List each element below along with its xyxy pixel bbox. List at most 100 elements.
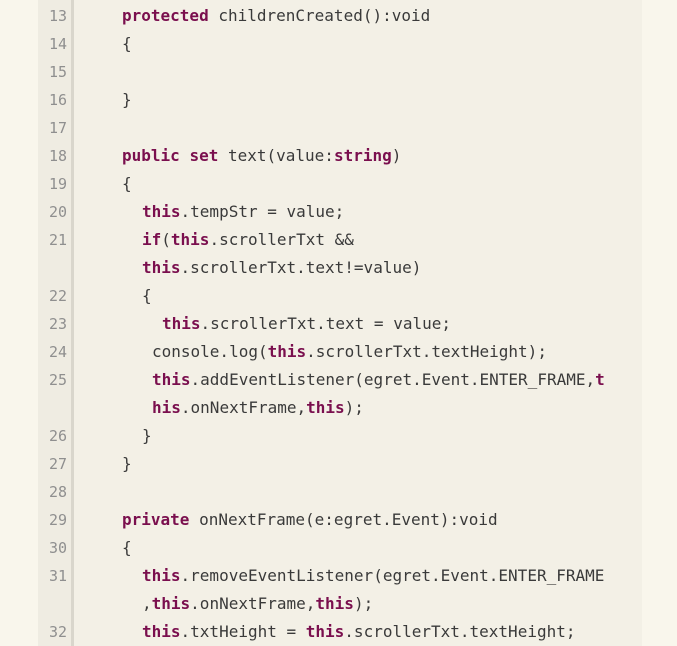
code-line: 27} <box>38 450 642 478</box>
code-token: { <box>122 34 132 53</box>
line-number: 23 <box>48 315 67 333</box>
code-text: if(this.scrollerTxt && <box>142 226 354 254</box>
keyword-token: set <box>189 146 219 165</box>
code-line: 29 private onNextFrame(e:egret.Event):voi… <box>38 506 642 534</box>
keyword-token: this <box>142 566 181 585</box>
code-text: public set text(value:string) <box>122 142 401 170</box>
code-viewer: 13 protected childrenCreated():void 14 {15 1… <box>38 0 642 646</box>
code-token: ( <box>161 230 171 249</box>
line-number: 15 <box>48 63 67 81</box>
line-number: 16 <box>48 91 67 109</box>
code-token: text(value: <box>218 146 334 165</box>
code-line: 24 console.log(this.scrollerTxt.textHeigh… <box>38 338 642 366</box>
code-text: this.addEventListener(egret.Event.ENTER_… <box>152 366 605 394</box>
line-number: 14 <box>48 35 67 53</box>
line-number: 31 <box>48 567 67 585</box>
keyword-token: t <box>595 370 605 389</box>
code-line: 17 <box>38 114 642 142</box>
keyword-token: this <box>142 202 181 221</box>
keyword-token: this <box>152 370 191 389</box>
keyword-token: protected <box>122 6 209 25</box>
code-text: private onNextFrame(e:egret.Event):void <box>122 506 498 534</box>
code-token: console.log( <box>152 342 268 361</box>
line-number: 27 <box>48 455 67 473</box>
line-number: 21 <box>48 231 67 249</box>
code-token: { <box>122 538 132 557</box>
line-number: 32 <box>48 623 67 641</box>
code-token: .scrollerTxt.textHeight); <box>306 342 547 361</box>
code-token: } <box>122 90 132 109</box>
code-text: protected childrenCreated():void <box>122 2 430 30</box>
keyword-token: this <box>142 258 181 277</box>
gutter-divider <box>71 0 74 646</box>
line-number-gutter <box>38 0 71 646</box>
code-token: .tempStr = value; <box>180 202 345 221</box>
code-token: } <box>142 426 152 445</box>
code-line: 15 <box>38 58 642 86</box>
line-number: 22 <box>48 287 67 305</box>
code-line: 22 { <box>38 282 642 310</box>
code-token: , <box>142 594 152 613</box>
code-text: this.txtHeight = this.scrollerTxt.textHe… <box>142 618 575 646</box>
code-text: this.scrollerTxt.text!=value) <box>142 254 421 282</box>
code-text: his.onNextFrame,this); <box>152 394 364 422</box>
code-line: 21 if(this.scrollerTxt && <box>38 226 642 254</box>
keyword-token: this <box>305 622 345 641</box>
code-text: { <box>122 170 132 198</box>
code-token: .scrollerTxt.text = value; <box>200 314 451 333</box>
keyword-token: this <box>170 230 210 249</box>
line-number: 28 <box>48 483 67 501</box>
line-number: 26 <box>48 427 67 445</box>
code-line: his.onNextFrame,this); <box>38 394 642 422</box>
code-token: } <box>122 454 132 473</box>
code-text: console.log(this.scrollerTxt.textHeight)… <box>152 338 547 366</box>
code-token: ); <box>344 398 364 417</box>
code-token <box>180 146 190 165</box>
code-line: 13 protected childrenCreated():void <box>38 2 642 30</box>
code-text: { <box>122 30 132 58</box>
line-number: 13 <box>48 7 67 25</box>
code-token: .txtHeight = <box>180 622 306 641</box>
code-line: 28 <box>38 478 642 506</box>
keyword-token: this <box>142 622 181 641</box>
code-text: ,this.onNextFrame,this); <box>142 590 373 618</box>
code-line: 25 this.addEventListener(egret.Event.ENTE… <box>38 366 642 394</box>
code-line: 16} <box>38 86 642 114</box>
code-token: .onNextFrame, <box>190 594 316 613</box>
code-token: ) <box>391 146 402 165</box>
keyword-token: string <box>333 146 392 165</box>
code-token: childrenCreated():void <box>208 6 431 25</box>
code-line: 30{ <box>38 534 642 562</box>
code-text: } <box>122 450 132 478</box>
code-token: .scrollerTxt.textHeight; <box>344 622 576 641</box>
code-token: .scrollerTxt && <box>209 230 354 249</box>
line-number: 17 <box>48 119 67 137</box>
line-number: 20 <box>48 203 67 221</box>
code-text: this.tempStr = value; <box>142 198 344 226</box>
keyword-token: his <box>152 398 181 417</box>
code-text: { <box>142 282 152 310</box>
keyword-token: this <box>267 342 307 361</box>
code-line: 20 this.tempStr = value; <box>38 198 642 226</box>
code-line: 19{ <box>38 170 642 198</box>
keyword-token: private <box>122 510 190 529</box>
code-line: ,this.onNextFrame,this); <box>38 590 642 618</box>
code-line: 26} <box>38 422 642 450</box>
keyword-token: this <box>306 398 345 417</box>
keyword-token: if <box>142 230 162 249</box>
code-token: .onNextFrame, <box>180 398 307 417</box>
code-line: 23 this.scrollerTxt.text = value; <box>38 310 642 338</box>
code-token: .addEventListener(egret.Event.ENTER_FRAM… <box>190 370 596 389</box>
code-text: } <box>122 86 132 114</box>
code-text: { <box>122 534 132 562</box>
line-number: 25 <box>48 371 67 389</box>
keyword-token: public <box>122 146 180 165</box>
code-token: .removeEventListener(egret.Event.ENTER_F… <box>180 566 605 585</box>
code-text: this.scrollerTxt.text = value; <box>162 310 451 338</box>
code-line: 14 { <box>38 30 642 58</box>
line-number: 24 <box>48 343 67 361</box>
line-number: 29 <box>48 511 67 529</box>
code-token: { <box>122 174 132 193</box>
